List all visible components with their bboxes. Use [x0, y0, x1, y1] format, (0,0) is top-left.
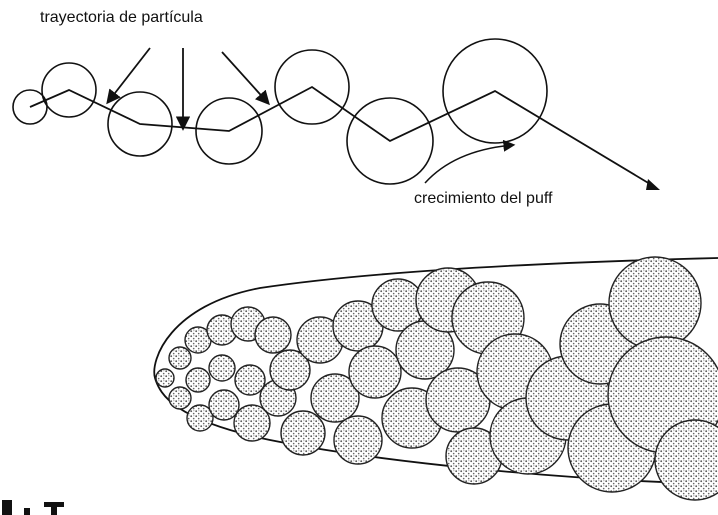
puff: [334, 416, 382, 464]
puff: [609, 257, 701, 349]
puff: [235, 365, 265, 395]
puff: [186, 368, 210, 392]
puff: [349, 346, 401, 398]
cropped-caption-fragment: [2, 500, 64, 515]
trajectory-label: trayectoria de partícula: [40, 9, 203, 26]
puff: [209, 390, 239, 420]
growth-label: crecimiento del puff: [414, 190, 553, 207]
puff: [255, 317, 291, 353]
particle-trajectory: [30, 87, 655, 187]
puff: [209, 355, 235, 381]
pointer-arrow-3: [222, 52, 268, 103]
growth-arrow: [425, 145, 513, 183]
lower-diagram: [154, 257, 718, 500]
puff: [156, 369, 174, 387]
puff: [169, 387, 191, 409]
puff: [169, 347, 191, 369]
puff-circles: [13, 39, 547, 184]
trajectory-pointer-arrows: [108, 48, 268, 128]
puff: [281, 411, 325, 455]
trajectory-end-arrowhead: [646, 179, 660, 190]
upper-diagram: trayectoria de partícula crecimiento del…: [13, 9, 660, 207]
